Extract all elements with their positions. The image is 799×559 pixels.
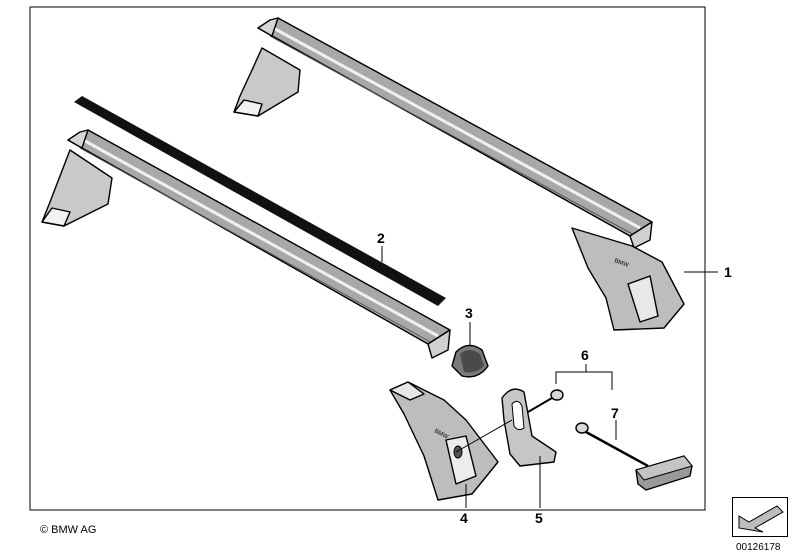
leader-4b (455, 419, 513, 453)
upper-rail-end-cap (257, 17, 279, 37)
screw (527, 389, 564, 413)
upper-rail-groove (269, 35, 637, 237)
callout-2: 2 (377, 230, 385, 246)
foot-top-plate (389, 381, 425, 401)
foot-body (389, 381, 499, 501)
assembly-frame (29, 6, 706, 511)
t-bolt-handle-top (635, 455, 693, 481)
copyright-text: © BMW AG (40, 524, 97, 536)
foot-hole (453, 445, 463, 459)
leader-6-bracket (555, 371, 613, 390)
upper-rail-foot-right-bracket (627, 275, 659, 323)
upper-rail-highlight (265, 22, 641, 230)
callout-7: 7 (611, 405, 619, 421)
callout-6: 6 (581, 347, 589, 363)
leader-lines (381, 246, 718, 508)
foot-bracket (445, 435, 477, 485)
upper-rail-foot-right (571, 227, 685, 331)
t-bolt-shaft (585, 430, 649, 468)
lower-rail-foot-left-base (41, 207, 71, 227)
lower-rail-groove (79, 147, 435, 345)
reference-number: 00126178 (736, 542, 781, 553)
upper-rail-front-end (629, 221, 653, 249)
clamp-plate (501, 388, 557, 467)
foot-part: BMW (389, 381, 499, 501)
callout-3: 3 (465, 305, 473, 321)
end-cap-face (460, 350, 484, 373)
clamp-plate-slot (511, 400, 525, 431)
rubber-strip (74, 96, 446, 306)
lower-roof-rail (41, 129, 451, 359)
t-bolt-end (575, 422, 589, 434)
arrow-icon (732, 497, 788, 537)
upper-foot-logo: BMW (613, 258, 629, 269)
screw-head (550, 389, 564, 401)
upper-rail-foot-left-base (233, 99, 263, 117)
lower-rail-front-end (427, 329, 451, 359)
upper-roof-rail: BMW (233, 17, 685, 331)
t-bolt (575, 422, 693, 491)
lower-rail-highlight (75, 134, 439, 338)
callout-1: 1 (724, 264, 732, 280)
callout-4: 4 (460, 510, 468, 526)
callout-5: 5 (535, 510, 543, 526)
lower-rail-end-cap (67, 129, 89, 149)
screw-shaft (527, 397, 553, 413)
